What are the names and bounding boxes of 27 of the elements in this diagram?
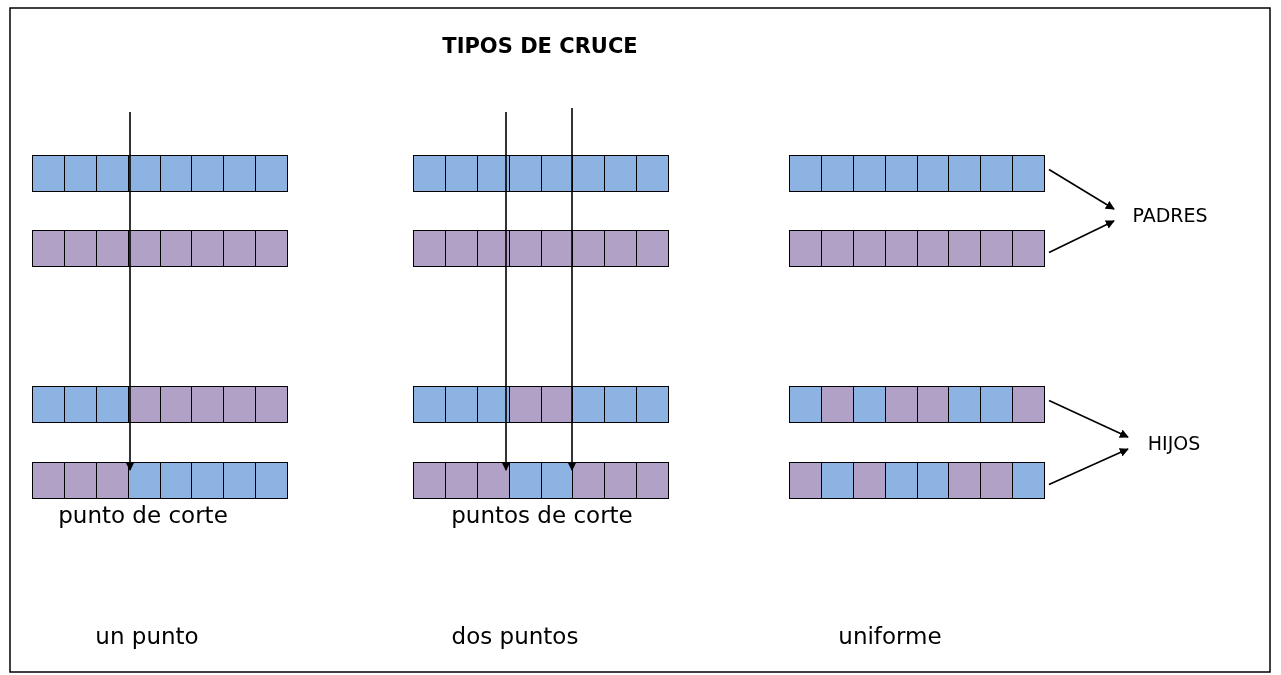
chromosome-bar xyxy=(413,386,669,423)
arrow xyxy=(567,107,577,471)
chromosome-bar xyxy=(413,155,669,192)
arrow xyxy=(1048,448,1129,486)
caption-label: uniforme xyxy=(837,623,943,649)
chromosome-bar xyxy=(32,155,288,192)
text-label: PADRES xyxy=(1120,201,1220,229)
arrow xyxy=(1048,220,1115,254)
arrow xyxy=(125,111,135,471)
text-label: punto de corte xyxy=(52,500,234,530)
caption-label: un punto xyxy=(94,623,200,649)
chromosome-bar xyxy=(789,230,1045,267)
text-label: HIJOS xyxy=(1134,429,1214,457)
caption-label: dos puntos xyxy=(450,623,580,649)
chromosome-bar xyxy=(789,386,1045,423)
chromosome-bar xyxy=(32,230,288,267)
diagram-title: TIPOS DE CRUCE xyxy=(441,34,639,58)
arrow xyxy=(501,111,511,471)
chromosome-bar xyxy=(32,462,288,499)
chromosome-bar xyxy=(413,230,669,267)
text-label: puntos de corte xyxy=(442,500,642,530)
chromosome-bar xyxy=(413,462,669,499)
arrow xyxy=(1048,399,1129,438)
chromosome-bar xyxy=(32,386,288,423)
chromosome-bar xyxy=(789,462,1045,499)
arrow xyxy=(1048,168,1115,210)
chromosome-bar xyxy=(789,155,1045,192)
